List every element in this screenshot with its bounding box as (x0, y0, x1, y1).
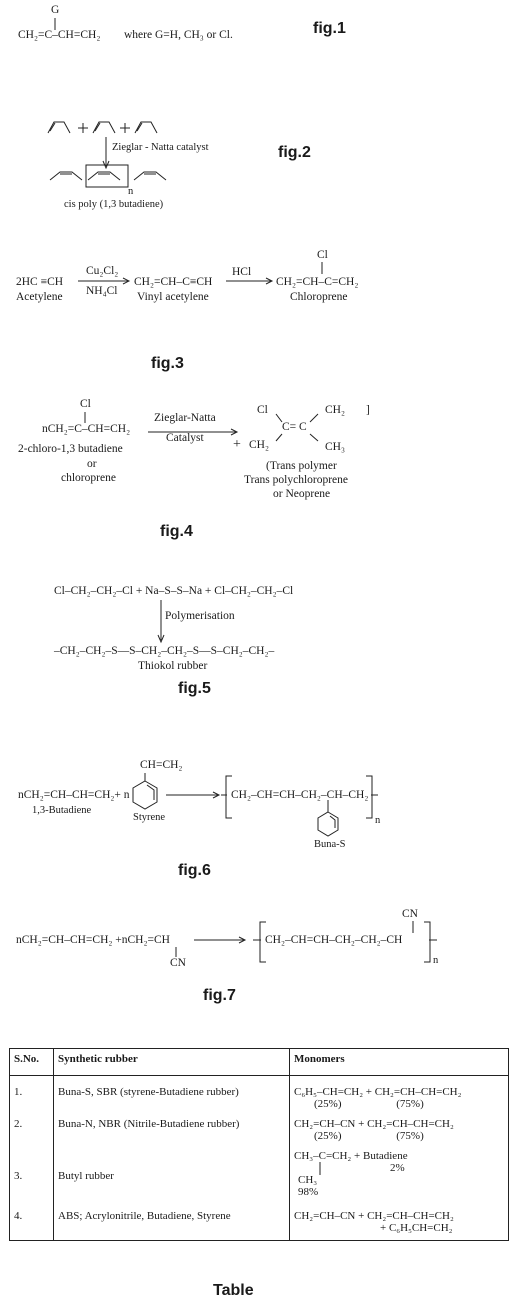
fig4-name2: chloroprene (61, 472, 116, 484)
row2-monomer-formula: CH₂=CH–CN + CH₂=CH–CH=CH₂ (294, 1118, 454, 1130)
row2-rubber: Buna-N, NBR (Nitrile-Butadiene rubber) (53, 1114, 290, 1146)
fig4-or: or (87, 458, 97, 470)
header-rubber: Synthetic rubber (53, 1048, 290, 1076)
fig3-intermediate-name: Vinyl acetylene (137, 291, 209, 303)
fig7-cn: CN (170, 957, 186, 969)
row4-sno: 4. (9, 1202, 54, 1241)
row1-rubber: Buna-S, SBR (styrene-Butadiene rubber) (53, 1075, 290, 1114)
row3-bond (319, 1162, 321, 1175)
fig7-reactant: nCH₂=CH–CH=CH₂ +nCH₂=CH (16, 934, 170, 946)
fig1-bond (54, 18, 56, 30)
fig5-reactants: Cl–CH₂–CH₂–Cl + Na–S–S–Na + Cl–CH₂–CH₂–C… (54, 585, 294, 597)
fig3-condition-bottom: NH₄Cl (86, 285, 118, 297)
fig2-label: fig.2 (278, 144, 311, 161)
fig5-product: –CH₂–CH₂–S—S–CH₂–CH₂–S—S–CH₂–CH₂– (54, 645, 275, 657)
row3-percent-a: 2% (390, 1162, 405, 1174)
row1-sno: 1. (9, 1075, 54, 1114)
row4-monomer-formula-2: + C₆H₅CH=CH₂ (380, 1222, 453, 1234)
fig2-n: n (128, 186, 134, 197)
fig7-product-chain: CH₂–CH=CH–CH₂–CH₂–CH (265, 934, 403, 946)
row1-percent-a: (25%) (314, 1098, 342, 1110)
row2-monomers: CH₂=CH–CN + CH₂=CH–CH=CH₂ (25%) (75%) (289, 1114, 509, 1146)
row3-rubber: Butyl rubber (53, 1146, 290, 1202)
table-row: 4. ABS; Acrylonitrile, Butadiene, Styren… (9, 1202, 509, 1241)
header-sno: S.No. (9, 1048, 54, 1076)
fig4-label: fig.4 (160, 523, 193, 540)
fig3-product-name: Chloroprene (290, 291, 348, 303)
fig4-product-cl: Cl (257, 404, 268, 416)
fig1-formula: CH₂=C–CH=CH₂ (18, 29, 101, 41)
row3-sno: 3. (9, 1146, 54, 1202)
row2-percent-b: (75%) (396, 1130, 424, 1142)
table-row: 3. Butyl rubber CH₃–C=CH₂ + Butadiene 2%… (9, 1146, 509, 1202)
fig4-bonds (84, 412, 319, 442)
header-monomers: Monomers (289, 1048, 509, 1076)
fig7-label: fig.7 (203, 987, 236, 1004)
fig5-arrow (157, 600, 165, 644)
fig3-arrows (78, 262, 323, 285)
fig4-bracket-left: + (233, 437, 241, 452)
row3-monomer-formula: CH₃–C=CH₂ + Butadiene (294, 1150, 408, 1162)
fig4-product-name2: Trans polychloroprene (244, 474, 349, 486)
fig4-product-cc: C= C (282, 421, 307, 433)
row3-ch3: CH₃ (298, 1174, 318, 1186)
row3-percent-b: 98% (298, 1186, 319, 1198)
fig5-name: Thiokol rubber (138, 660, 208, 672)
fig3-label: fig.3 (151, 355, 184, 372)
table-row: 1. Buna-S, SBR (styrene-Butadiene rubber… (9, 1075, 509, 1114)
fig3-reagent: HCl (232, 266, 252, 278)
fig7-product-cn: CN (402, 908, 418, 920)
fig3-condition-top: Cu₂Cl₂ (86, 265, 119, 277)
row1-monomers: C₆H₅–CH=CH₂ + CH₂=CH–CH=CH₂ (25%) (75%) (289, 1075, 509, 1114)
row1-percent-b: (75%) (396, 1098, 424, 1110)
fig2-name: cis poly (1,3 butadiene) (64, 199, 164, 210)
row2-sno: 2. (9, 1114, 54, 1146)
fig4-condition-bottom: Catalyst (166, 432, 204, 444)
fig3-reactant-name: Acetylene (16, 291, 63, 303)
row1-monomer-formula: C₆H₅–CH=CH₂ + CH₂=CH–CH=CH₂ (294, 1086, 462, 1098)
row4-rubber: ABS; Acrylonitrile, Butadiene, Styrene (53, 1202, 290, 1241)
fig7-n: n (433, 955, 439, 966)
fig6-styrene-name: Styrene (133, 812, 166, 823)
row4-monomers: CH₂=CH–CN + CH₂=CH–CH=CH₂ + C₆H₅CH=CH₂ (289, 1202, 509, 1241)
fig4-product-name1: (Trans polymer (266, 460, 337, 472)
fig3-reactant: 2HC ≡CH (16, 276, 64, 288)
row3-monomers: CH₃–C=CH₂ + Butadiene 2% CH₃ 98% (289, 1146, 509, 1202)
fig6-product-chain: CH₂–CH=CH–CH₂–CH–CH₂ (231, 789, 369, 801)
fig6-structures (132, 773, 378, 837)
table-caption: Table (213, 1282, 254, 1299)
fig6-vinyl: CH=CH₂ (140, 759, 183, 771)
fig5-process: Polymerisation (165, 610, 235, 622)
fig6-reactant1: nCH₂=CH–CH=CH₂+ n (18, 789, 130, 801)
fig6-product-name: Buna-S (314, 839, 346, 850)
fig4-reactant: nCH₂=C–CH=CH₂ (42, 423, 131, 435)
fig2-structures (47, 121, 167, 188)
row4-monomer-formula: CH₂=CH–CN + CH₂=CH–CH=CH₂ (294, 1210, 454, 1222)
fig7-structures (175, 921, 437, 963)
fig4-product-name3: or Neoprene (273, 488, 331, 500)
row2-percent-a: (25%) (314, 1130, 342, 1142)
synthetic-rubber-table: S.No. Synthetic rubber Monomers 1. Buna-… (9, 1048, 509, 1241)
table-row: 2. Buna-N, NBR (Nitrile-Butadiene rubber… (9, 1114, 509, 1146)
fig4-cl: Cl (80, 398, 91, 410)
fig3-intermediate: CH₂=CH–C≡CH (134, 276, 213, 288)
fig6-label: fig.6 (178, 862, 211, 879)
fig4-condition-top: Zieglar-Natta (154, 412, 216, 424)
fig5-label: fig.5 (178, 680, 211, 697)
fig4-name1: 2-chloro-1,3 butadiene (18, 443, 123, 455)
fig3-cl: Cl (317, 249, 328, 261)
fig3-product: CH₂=CH–C=CH₂ (276, 276, 359, 288)
fig1-label: fig.1 (313, 20, 346, 37)
fig1-where: where G=H, CH₃ or Cl. (124, 29, 233, 41)
fig4-product-ch2-top: CH₂ (325, 404, 345, 416)
fig2-catalyst: Zieglar - Natta catalyst (112, 142, 209, 153)
fig4-product-ch2-left: CH₂ (249, 439, 269, 451)
fig4-product-bracket: ] (366, 404, 370, 416)
fig6-reactant1-name: 1,3-Butadiene (32, 805, 92, 816)
table-header-row: S.No. Synthetic rubber Monomers (9, 1048, 509, 1076)
fig1-group-label: G (51, 4, 60, 16)
fig4-product-ch3: CH₃ (325, 441, 345, 453)
fig6-n: n (375, 815, 381, 826)
